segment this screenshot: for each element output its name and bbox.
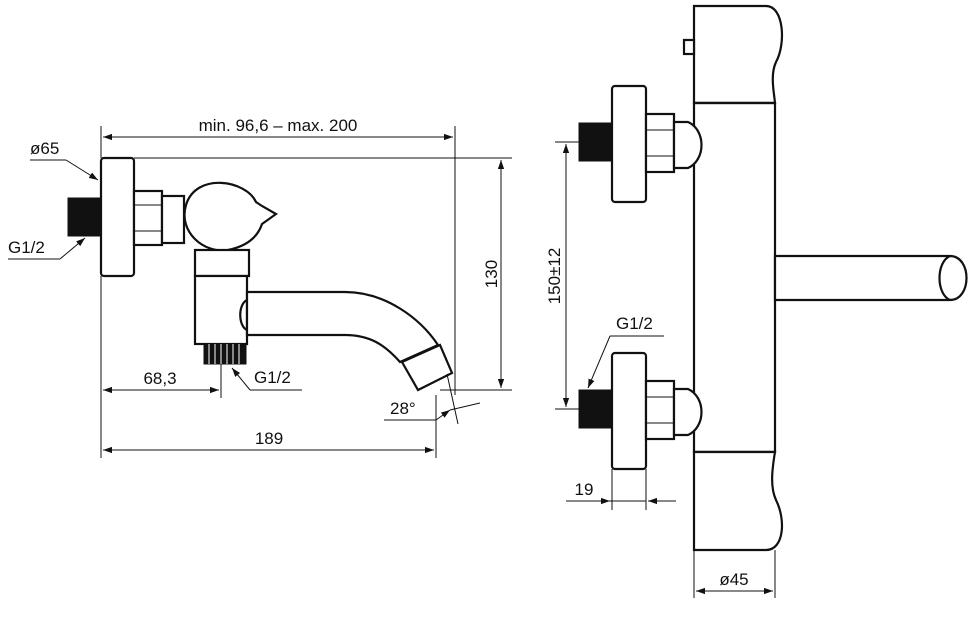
thread-supply-label: G1/2	[8, 238, 45, 257]
angle-leader	[435, 409, 451, 421]
valve-body	[193, 248, 251, 278]
front-spout	[773, 254, 968, 302]
diameter-leader	[65, 159, 99, 181]
upper-rosette	[610, 84, 648, 204]
dim-length-label: 189	[255, 429, 283, 448]
front-view: 150±12 G1/2 19 ø45	[545, 4, 968, 598]
main-body	[692, 101, 777, 454]
upper-union	[672, 120, 703, 170]
dim-height-label: 130	[482, 260, 501, 288]
wall-rosette	[99, 156, 136, 278]
dim-body-diameter-label: ø45	[719, 570, 748, 589]
dim-depth-label: 19	[575, 480, 594, 499]
upper-hex-nut	[644, 112, 676, 174]
dim-spacing-label: 150±12	[545, 248, 564, 305]
lower-rosette	[610, 351, 648, 471]
dim-offset-label: 68,3	[143, 369, 176, 388]
thread-outlet-leader	[231, 367, 251, 391]
supply-pipe-stub	[67, 197, 102, 237]
thread-leader	[587, 335, 611, 389]
thread-outlet-label: G1/2	[254, 368, 291, 387]
lower-union	[672, 387, 703, 437]
outlet-thread	[203, 343, 247, 365]
thread-supply-leader	[59, 237, 86, 260]
lower-hex-nut	[644, 379, 676, 441]
dim-angle-label: 28°	[390, 399, 416, 418]
handle-knob	[183, 181, 279, 252]
top-cap	[692, 4, 783, 105]
side-view: min. 96,6 – max. 200 130 ø65 G1/2 G1/2 6…	[8, 116, 512, 458]
spout	[245, 290, 440, 364]
valve-lower-body	[193, 274, 249, 346]
hex-nut	[132, 189, 164, 247]
dim-range-label: min. 96,6 – max. 200	[199, 116, 358, 135]
thread-label: G1/2	[616, 314, 653, 333]
top-pin	[682, 38, 696, 56]
bottom-cap	[692, 450, 783, 552]
spout-aerator	[400, 343, 454, 392]
connector-neck	[160, 194, 186, 245]
dim-diameter-label: ø65	[30, 139, 59, 158]
